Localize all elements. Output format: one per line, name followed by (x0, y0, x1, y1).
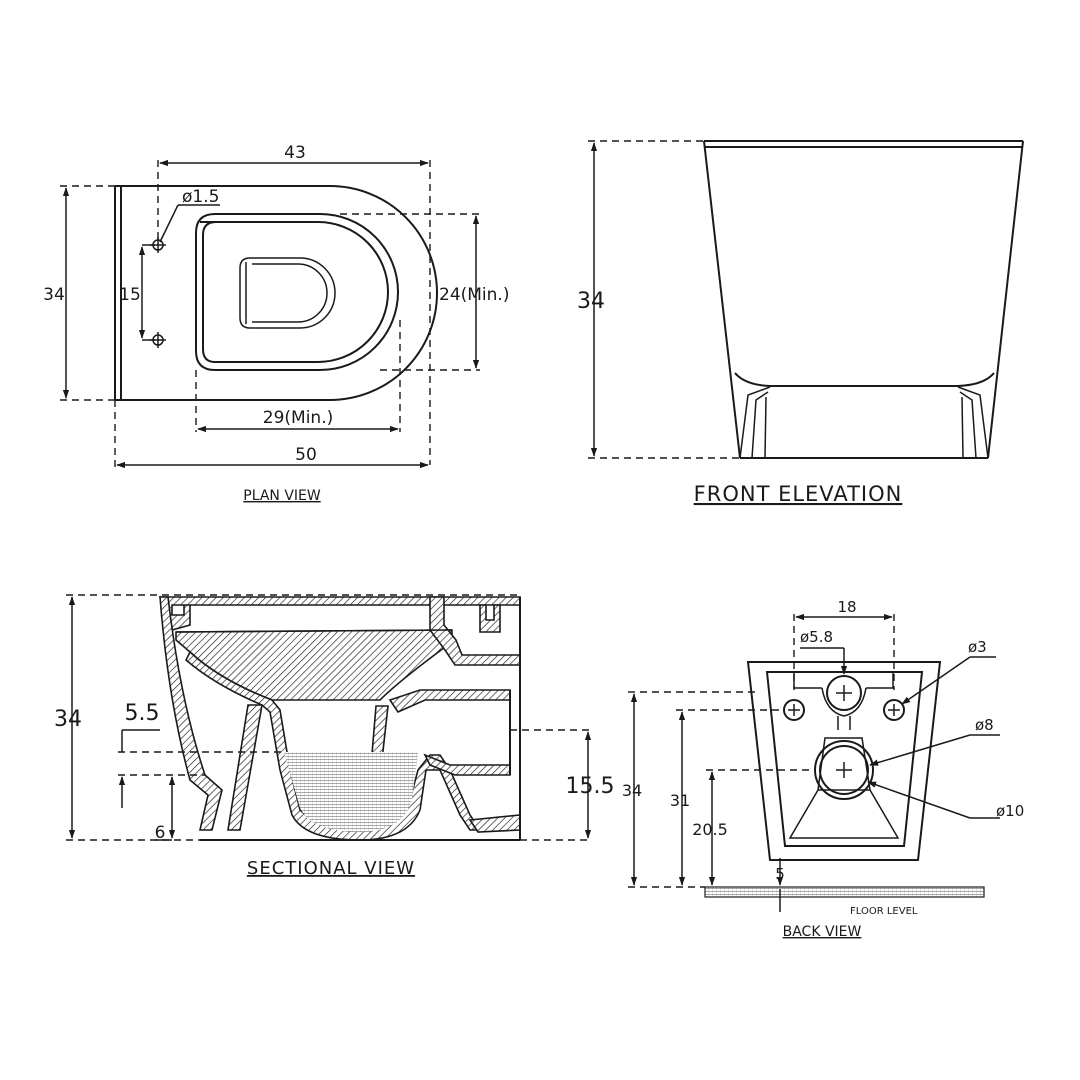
front-dim-height: 34 (577, 289, 605, 314)
section-dimension-lines (66, 594, 592, 841)
section-dim-trap-height: 15.5 (566, 774, 615, 799)
back-dim-fixing-height: 31 (670, 791, 690, 810)
plan-view: 43 ø1.5 34 15 24(Min.) 29(Min.) 50 PLAN … (43, 143, 509, 504)
back-outline (746, 661, 942, 861)
plan-dim-height: 34 (43, 285, 65, 305)
back-floor-level-label: FLOOR LEVEL (850, 906, 918, 917)
back-dim-base-offset: 5 (775, 865, 785, 883)
plan-fixing-holes (150, 237, 166, 348)
plan-dim-opening-width: 29(Min.) (263, 408, 333, 428)
section-dim-water-depth: 5.5 (125, 701, 160, 726)
plan-dim-top-width: 43 (284, 143, 306, 163)
sectional-view: 34 5.5 15.5 6 SECTIONAL VIEW (54, 594, 615, 879)
plan-outline (114, 185, 438, 401)
back-dim-outlet-diameter: ø8 (975, 716, 994, 734)
back-dim-outlet-height: 20.5 (692, 820, 728, 839)
plan-dim-hole-diameter: ø1.5 (182, 187, 219, 207)
plan-dim-hole-spacing: 15 (119, 285, 141, 305)
front-elevation: 34 FRONT ELEVATION (577, 140, 1024, 506)
back-dimension-lines (628, 613, 1000, 912)
front-outline (703, 140, 1024, 459)
back-dim-width: 18 (837, 598, 856, 616)
back-fixing-holes (783, 699, 905, 721)
front-dimension-lines (588, 140, 740, 459)
back-dim-height: 34 (622, 781, 642, 800)
back-view: 18 ø5.8 ø3 ø8 ø10 34 31 20.5 5 FLOOR LEV… (622, 598, 1024, 940)
plan-view-title: PLAN VIEW (243, 488, 321, 504)
section-dim-height: 34 (54, 707, 82, 732)
back-dim-outlet-outer-diameter: ø10 (996, 802, 1024, 820)
section-water-seal (284, 752, 418, 832)
back-floor-level (704, 886, 985, 898)
back-dim-inlet-diameter: ø5.8 (800, 628, 833, 646)
back-view-title: BACK VIEW (783, 924, 862, 940)
front-elevation-title: FRONT ELEVATION (694, 482, 903, 506)
back-inlet-hole (826, 675, 862, 711)
plan-dimension-lines (60, 159, 480, 469)
section-hatched-shell (158, 596, 521, 841)
plan-dim-overall-depth: 50 (295, 445, 317, 465)
sectional-view-title: SECTIONAL VIEW (247, 858, 415, 879)
section-outlines (175, 597, 521, 841)
plan-dim-opening-depth: 24(Min.) (439, 285, 509, 305)
back-dim-fixing-diameter: ø3 (968, 638, 987, 656)
section-dim-floor-offset: 6 (155, 823, 166, 843)
